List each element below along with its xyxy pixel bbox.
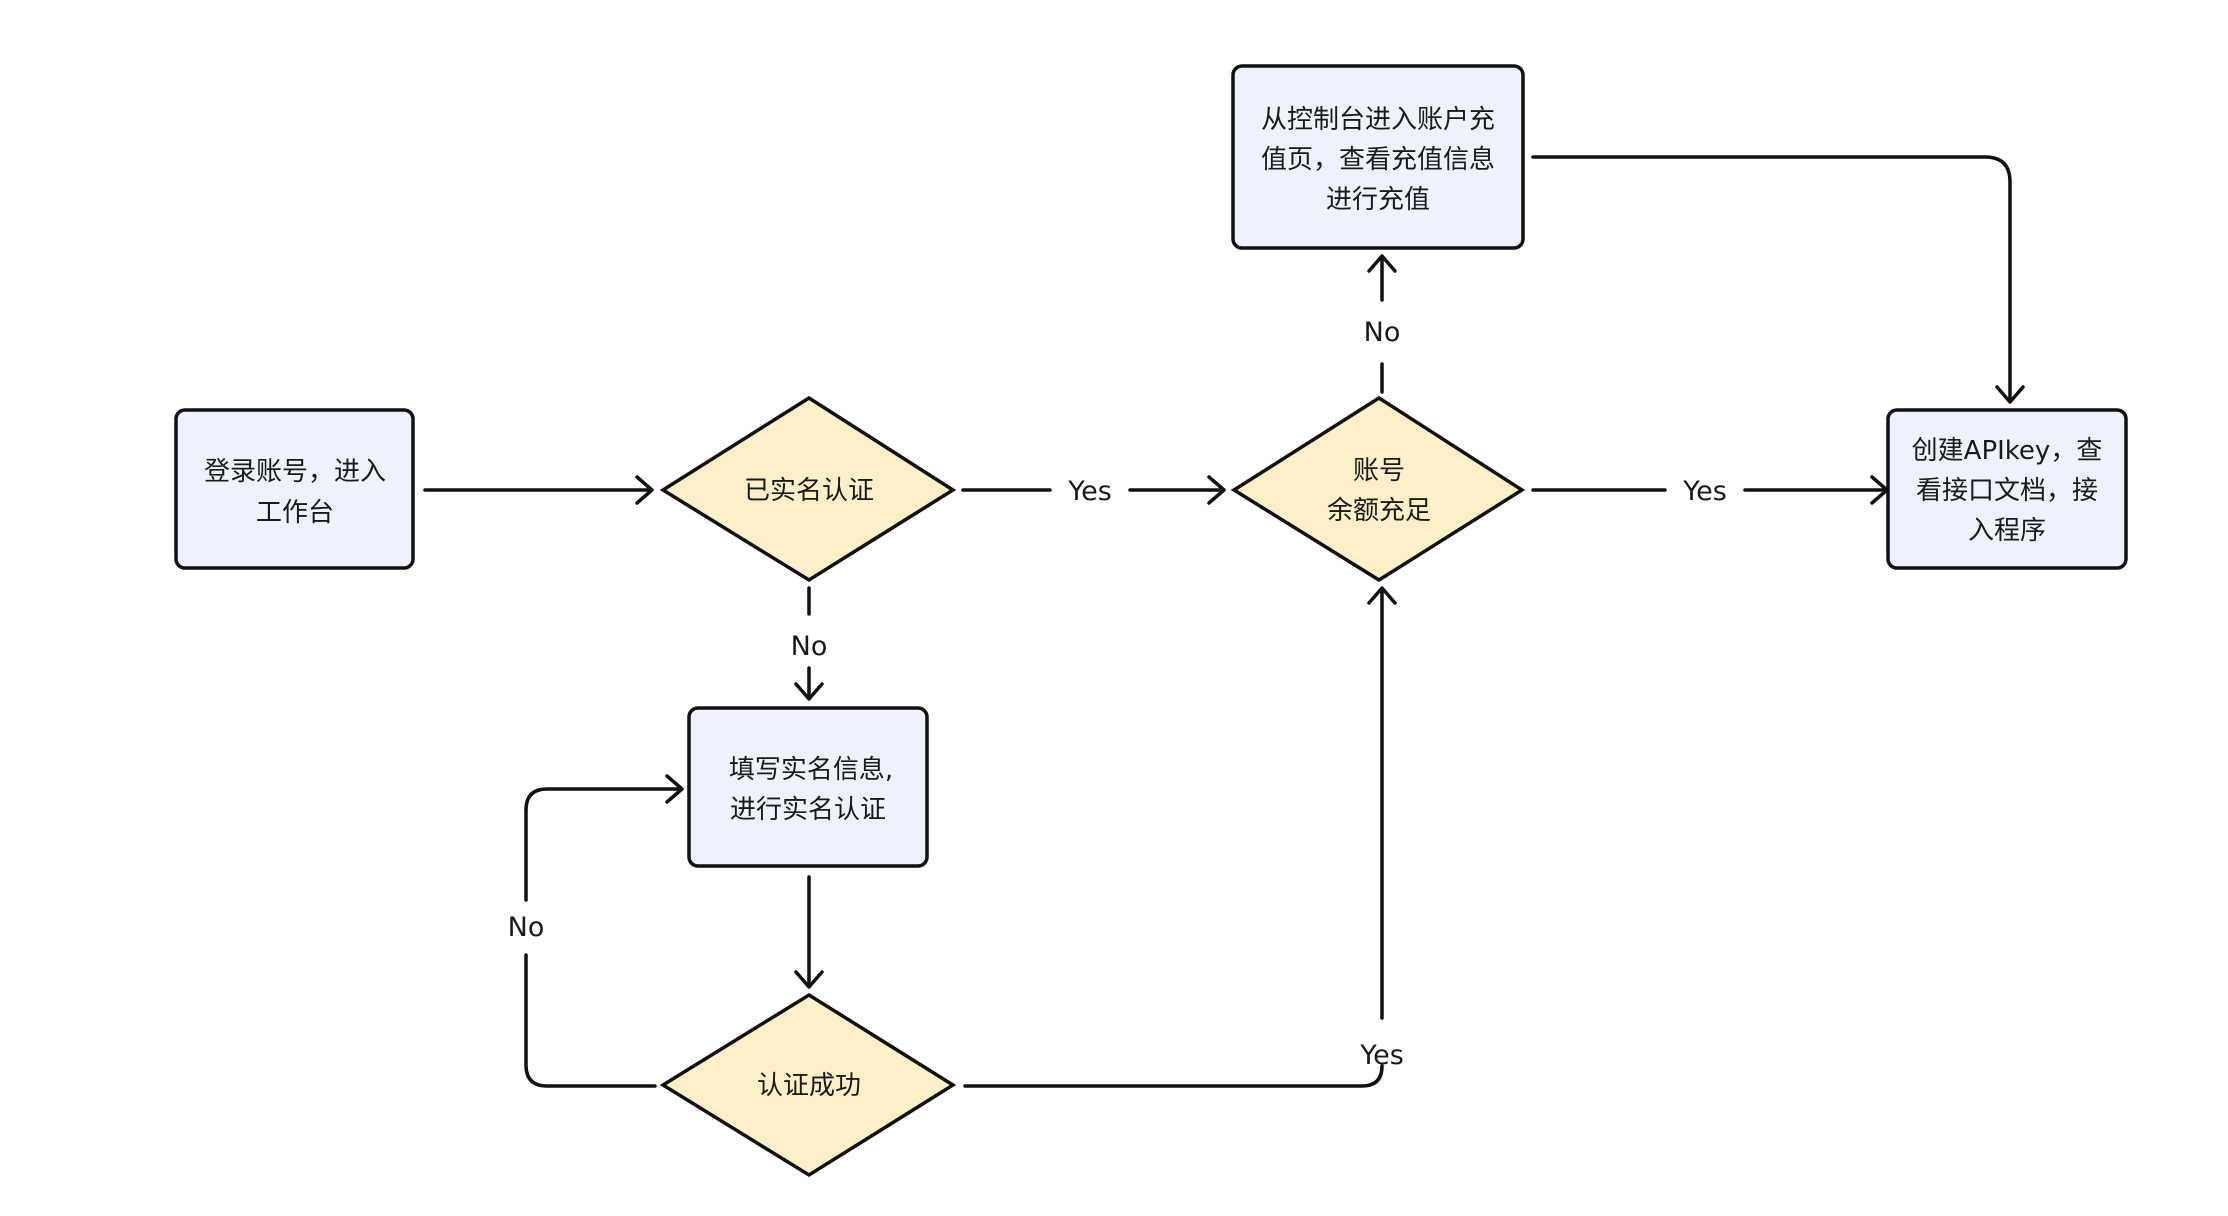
node-login: 登录账号，进入 工作台 bbox=[174, 408, 415, 570]
node-balance-check-line-2: 余额充足 bbox=[1327, 496, 1431, 526]
edge-success-no bbox=[524, 774, 684, 1088]
node-balance-check-line-1: 账号 bbox=[1353, 456, 1405, 486]
node-balance-check: 账号 余额充足 bbox=[1230, 395, 1526, 583]
node-fill-info-line-2: 进行实名认证 bbox=[730, 795, 886, 825]
node-recharge: 从控制台进入账户充 值页，查看充值信息 进行充值 bbox=[1231, 64, 1525, 250]
node-verified-check-line-1: 已实名认证 bbox=[744, 476, 874, 506]
node-create-api-line-2: 看接口文档，接 bbox=[1916, 476, 2098, 506]
node-verify-success: 认证成功 bbox=[659, 992, 957, 1178]
edge-verified-yes bbox=[961, 475, 1226, 505]
edge-label-verified-yes: Yes bbox=[1067, 476, 1112, 507]
node-verify-success-line-1: 认证成功 bbox=[757, 1071, 861, 1101]
edge-balance-no bbox=[1367, 254, 1397, 394]
edge-label-success-no: No bbox=[508, 912, 545, 943]
edge-label-success-yes: Yes bbox=[1359, 1040, 1404, 1071]
node-fill-info: 填写实名信息, 进行实名认证 bbox=[687, 706, 929, 868]
node-login-line-1: 登录账号，进入 bbox=[204, 457, 386, 487]
node-verified-check: 已实名认证 bbox=[659, 395, 957, 583]
node-recharge-line-1: 从控制台进入账户充 bbox=[1261, 105, 1495, 135]
node-login-line-2: 工作台 bbox=[256, 498, 334, 528]
node-create-api: 创建APIkey，查 看接口文档，接 入程序 bbox=[1886, 408, 2128, 570]
node-create-api-line-1: 创建APIkey，查 bbox=[1912, 436, 2103, 466]
edge-recharge-to-create bbox=[1531, 155, 2025, 404]
node-create-api-line-3: 入程序 bbox=[1968, 516, 2046, 546]
node-recharge-line-2: 值页，查看充值信息 bbox=[1261, 145, 1495, 175]
node-recharge-line-3: 进行充值 bbox=[1326, 185, 1430, 215]
edge-success-yes bbox=[963, 586, 1397, 1088]
edge-label-verified-no: No bbox=[791, 631, 828, 662]
edge-login-to-verified bbox=[423, 475, 654, 505]
edge-verified-no bbox=[794, 586, 824, 701]
edge-fill-to-success bbox=[794, 875, 824, 989]
edge-label-balance-no: No bbox=[1364, 317, 1401, 348]
edge-label-balance-yes: Yes bbox=[1682, 476, 1727, 507]
node-fill-info-line-1: 填写实名信息, bbox=[729, 755, 893, 785]
